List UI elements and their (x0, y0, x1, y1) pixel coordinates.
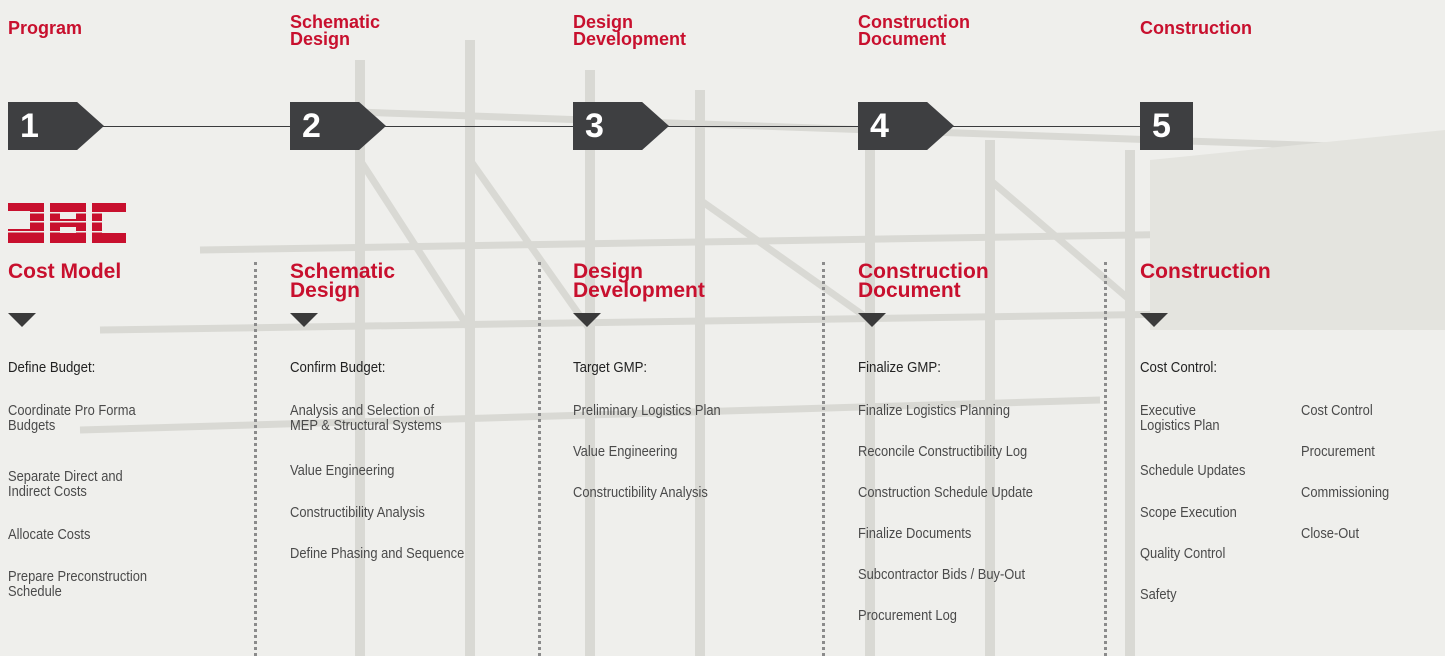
list-item: Construction Schedule Update (858, 484, 1033, 501)
jbc-logo (8, 203, 128, 243)
phase-title-line2: Design (290, 29, 351, 49)
column-heading: Finalize GMP: (858, 359, 941, 376)
column-title-cost-model: Cost Model (8, 260, 122, 283)
column-divider (538, 262, 541, 656)
phase-title-line1: Construction (858, 12, 970, 32)
column-title-construction-document: Construction Document (858, 260, 989, 302)
phase-title-line2: Document (858, 29, 947, 49)
list-item: Cost Control (1301, 402, 1373, 419)
list-item: Finalize Documents (858, 525, 972, 542)
list-item: Constructibility Analysis (573, 484, 708, 501)
column-title-line1: Schematic (290, 260, 396, 283)
phase-title-line2: Development (573, 29, 687, 49)
column-heading: Define Budget: (8, 359, 96, 376)
column-title-line1: Construction (858, 260, 989, 283)
list-item: Procurement (1301, 443, 1375, 460)
column-title-line2: Document (858, 279, 961, 302)
phase-title-schematic-design: Schematic Design (290, 12, 381, 49)
list-item: Procurement Log (858, 607, 957, 624)
column-heading: Target GMP: (573, 359, 648, 376)
list-item: Allocate Costs (8, 526, 91, 543)
list-item: Reconcile Constructibility Log (858, 443, 1028, 460)
column-heading: Confirm Budget: (290, 359, 386, 376)
column-title-schematic-design: Schematic Design (290, 260, 396, 302)
column-divider (822, 262, 825, 656)
phase-title-construction: Construction (1140, 18, 1252, 38)
chevron-down-icon (858, 313, 886, 327)
chevron-down-icon (1140, 313, 1168, 327)
chevron-down-icon (290, 313, 318, 327)
list-item: Quality Control (1140, 545, 1226, 562)
column-heading: Cost Control: (1140, 359, 1218, 376)
list-item: Value Engineering (290, 462, 395, 479)
phase-title-construction-document: Construction Document (858, 12, 970, 49)
list-item: Finalize Logistics Planning (858, 402, 1011, 419)
column-title-design-development: Design Development (573, 260, 705, 302)
list-item: Preliminary Logistics Plan (573, 402, 721, 419)
column-title-line2: Design (290, 279, 361, 302)
phase-title-line1: Design (573, 12, 634, 32)
column-divider (1104, 262, 1107, 656)
column-divider (254, 262, 257, 656)
step-badge-5: 5 (1140, 102, 1193, 150)
phase-title-program: Program (8, 18, 83, 38)
list-item: Close-Out (1301, 525, 1360, 542)
list-item: Commissioning (1301, 484, 1390, 501)
list-item: Scope Execution (1140, 504, 1237, 521)
list-item: Define Phasing and Sequence (290, 545, 465, 562)
phase-title-line2: Program (8, 18, 83, 38)
chevron-down-icon (573, 313, 601, 327)
phase-title-design-development: Design Development (573, 12, 687, 49)
chevron-down-icon (8, 313, 36, 327)
column-title-line2: Cost Model (8, 260, 122, 283)
column-title-construction: Construction (1140, 260, 1271, 283)
column-title-line1: Design (573, 260, 644, 283)
list-item: Subcontractor Bids / Buy-Out (858, 566, 1026, 583)
list-item: Safety (1140, 586, 1177, 603)
phase-title-line1: Schematic (290, 12, 381, 32)
list-item: Value Engineering (573, 443, 678, 460)
column-title-line2: Construction (1140, 260, 1271, 283)
phase-title-line2: Construction (1140, 18, 1252, 38)
list-item: Schedule Updates (1140, 462, 1246, 479)
column-title-line2: Development (573, 279, 705, 302)
list-item: Constructibility Analysis (290, 504, 425, 521)
